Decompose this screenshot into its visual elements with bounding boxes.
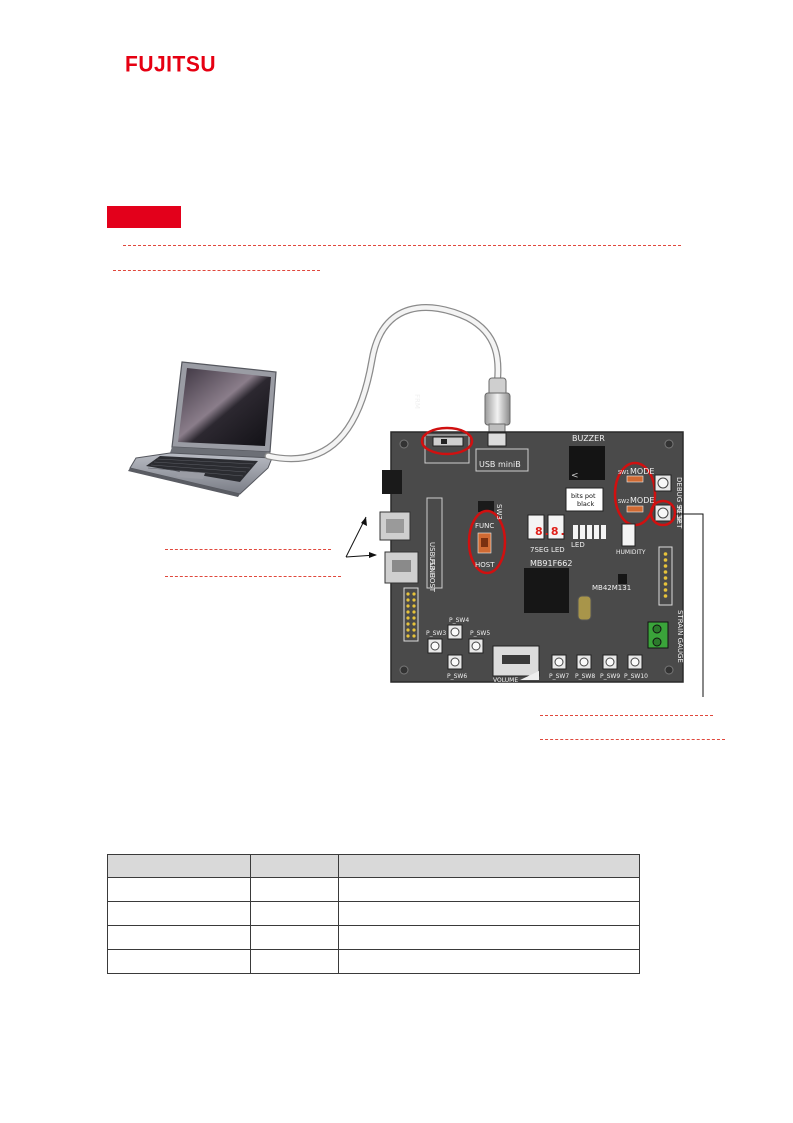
table-cell (250, 901, 339, 926)
table-cell (250, 925, 339, 950)
fujitsu-logo: FUJITSU (125, 53, 216, 80)
label-p-sw5: P_SW5 (470, 630, 490, 637)
laptop-illustration (128, 361, 277, 497)
label-debug-stop: DEBUG STOP (675, 477, 683, 523)
table-cell (338, 901, 640, 926)
table-cell (338, 877, 640, 902)
table-cell (338, 925, 640, 950)
label-p-sw6: P_SW6 (447, 673, 467, 680)
table-row (107, 949, 640, 974)
table-row (107, 877, 640, 902)
label-p-sw7: P_SW7 (549, 673, 569, 680)
label-p-sw4: P_SW4 (449, 617, 469, 624)
table-cell (107, 877, 251, 902)
label-usb-mini-b: USB miniB (479, 460, 521, 469)
table-header-row (107, 854, 640, 878)
label-host: HOST (475, 561, 495, 569)
table-header-cell (338, 854, 640, 878)
dashed-line-4 (165, 576, 341, 577)
table-cell (338, 949, 640, 974)
dashed-line-1 (123, 245, 681, 246)
table-row (107, 901, 640, 926)
table-cell (107, 901, 251, 926)
label-p-sw10: P_SW10 (624, 673, 648, 680)
label-humidity: HUMIDITY (616, 549, 646, 556)
table-cell (107, 949, 251, 974)
table-cell (250, 877, 339, 902)
label-sw2-mode: MODE (630, 496, 654, 505)
dashed-line-5 (540, 715, 713, 716)
svg-text:<: < (571, 471, 579, 481)
seg-digits: 8.8. (535, 525, 567, 538)
label-sw1-mode: MODE (630, 467, 654, 476)
label-usb-host: USB HOST (428, 556, 436, 593)
label-reset: RESET (675, 506, 683, 529)
table-header-cell (250, 854, 339, 878)
sticker-line-2: black (577, 500, 594, 508)
label-led: LED (571, 541, 585, 549)
evaluation-board: < (379, 426, 684, 683)
label-func: FUNC (475, 522, 494, 530)
dashed-line-2 (113, 270, 320, 271)
label-mcu: MB91F662 (530, 559, 572, 568)
label-sw3: SW3 (495, 504, 503, 520)
sticker-line-1: bits pot (571, 492, 596, 500)
dashed-line-6 (540, 739, 725, 740)
label-strain-gauge: STRAIN GAUGE (676, 610, 684, 663)
logo-text: FUJITSU (125, 52, 217, 77)
label-usb-func: USB FUNC (428, 542, 436, 578)
label-volume: VOLUME (493, 677, 518, 684)
label-p-sw3: P_SW3 (426, 630, 446, 637)
label-sw2: SW2 (618, 499, 629, 505)
table-header-cell (107, 854, 251, 878)
table-row (107, 925, 640, 950)
label-buzzer: BUZZER (572, 434, 605, 443)
label-7seg: 7SEG LED (530, 546, 565, 554)
label-frm: FRM (413, 394, 421, 409)
table-cell (250, 949, 339, 974)
spec-table (107, 854, 640, 974)
section-marker (107, 206, 181, 228)
table-cell (107, 925, 251, 950)
label-sw1: SW1 (618, 470, 629, 476)
label-sensor-ic: MB42M131 (592, 584, 631, 592)
label-p-sw8: P_SW8 (575, 673, 595, 680)
label-p-sw9: P_SW9 (600, 673, 620, 680)
dashed-line-3 (165, 549, 331, 550)
